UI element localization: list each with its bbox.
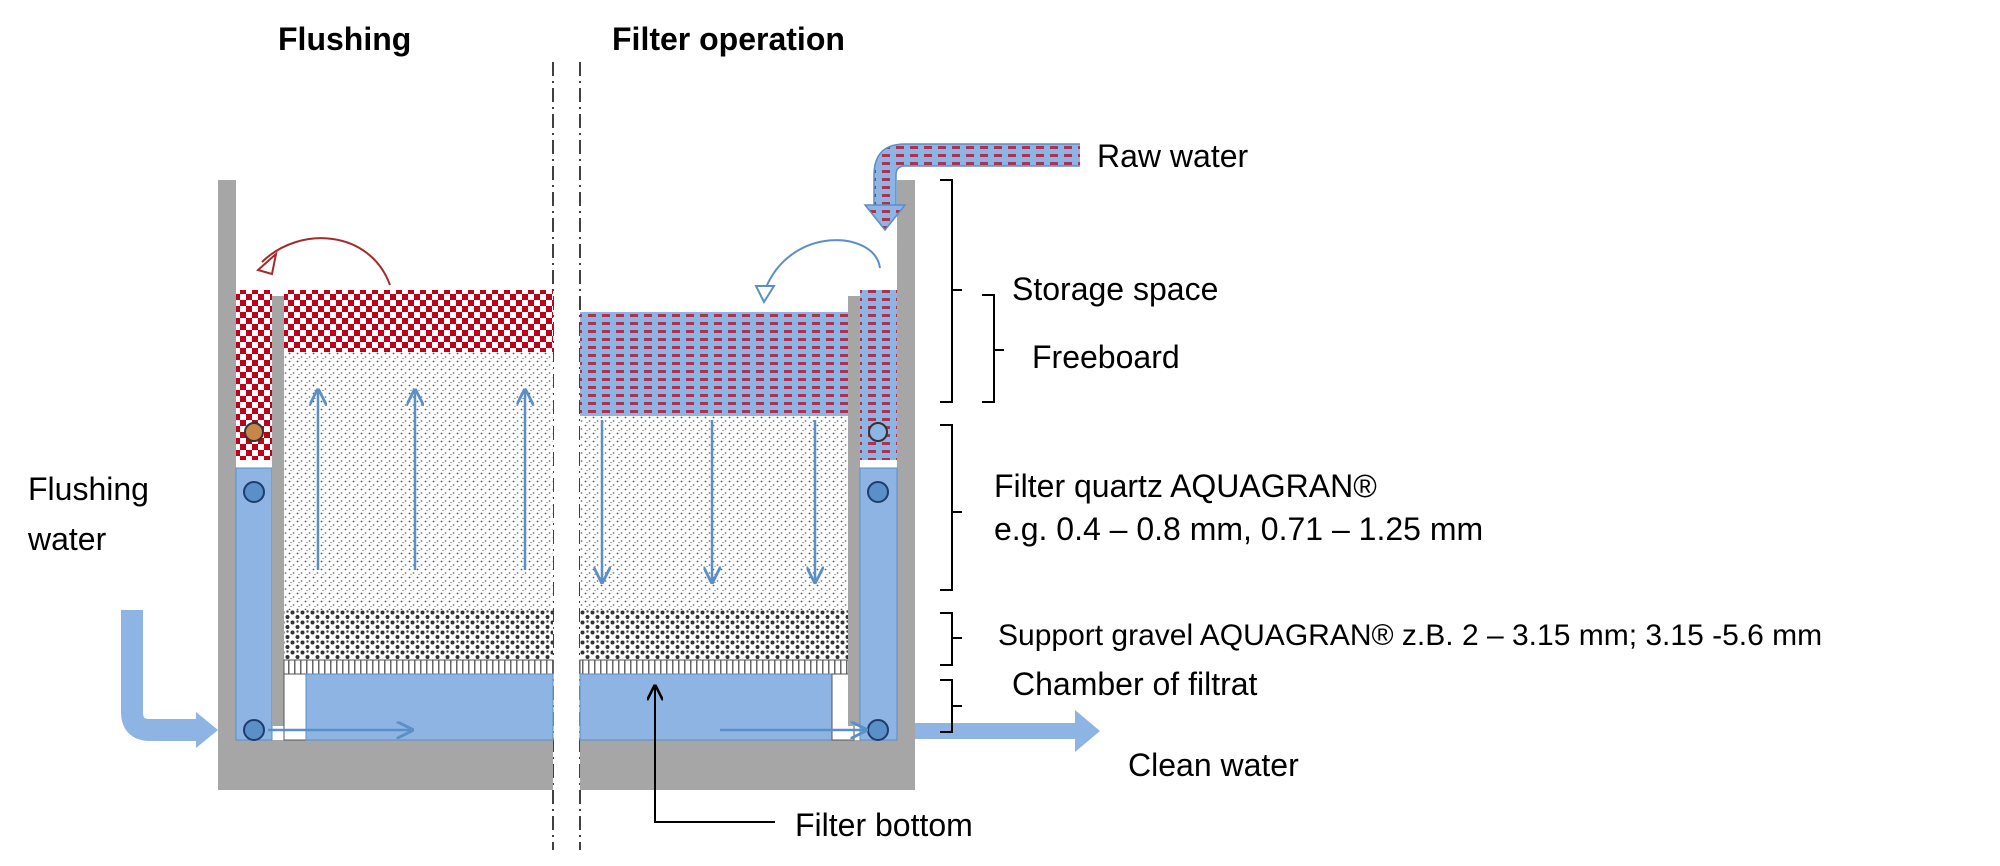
left-filter-bottom — [283, 659, 554, 675]
raw-water-inlet-arrow — [874, 144, 1080, 205]
raw-water-inlet-head — [863, 204, 907, 232]
raw-water-inlet-outline — [873, 143, 1080, 205]
header-flushing: Flushing — [278, 21, 411, 57]
label-clean-water: Clean water — [1128, 747, 1299, 783]
label-filter-bottom: Filter bottom — [795, 807, 973, 843]
left-overflow-outlet — [244, 422, 264, 442]
left-floor — [218, 740, 553, 790]
label-raw-water: Raw water — [1097, 138, 1249, 174]
left-overflow-arrow — [261, 237, 391, 286]
right-support-gravel — [580, 610, 854, 660]
right-filter-sand — [580, 416, 854, 610]
clean-water-outlet-shaft — [915, 723, 1075, 739]
left-channel-port-bottom — [243, 719, 265, 741]
right-channel-port-bottom — [867, 719, 889, 741]
bracket-chamber — [940, 679, 962, 733]
right-side-channel — [859, 467, 898, 741]
label-filter-quartz-line1: Filter quartz AQUAGRAN® — [994, 468, 1377, 504]
right-overflow-arrowhead — [754, 285, 776, 305]
filter-tank — [579, 180, 915, 790]
right-overflow-arrow — [764, 239, 881, 291]
label-storage-space: Storage space — [1012, 271, 1218, 307]
bracket-filter-quartz — [940, 424, 962, 591]
label-chamber: Chamber of filtrat — [1012, 666, 1258, 702]
label-freeboard: Freeboard — [1032, 339, 1180, 375]
label-support-gravel: Support gravel AQUAGRAN® z.B. 2 – 3.15 m… — [998, 619, 1822, 652]
right-filter-bottom — [579, 659, 855, 675]
left-overflow-arrowhead — [255, 251, 278, 276]
flushing-tank — [218, 180, 554, 790]
left-outer-wall — [218, 180, 236, 790]
right-inner-wall — [848, 296, 860, 726]
flushing-water-inlet-head — [196, 712, 218, 748]
bracket-storage-space — [940, 179, 962, 403]
left-inner-wall — [272, 296, 284, 726]
left-filter-sand — [284, 352, 553, 610]
clean-water-outlet-head — [1075, 710, 1100, 752]
label-filter-quartz-line2: e.g. 0.4 – 0.8 mm, 0.71 – 1.25 mm — [994, 511, 1483, 547]
flushing-water-inlet-arrow — [121, 610, 196, 741]
label-flushing-water-line1: Flushing — [28, 471, 149, 507]
right-overflow-outlet — [868, 422, 888, 442]
right-raw-water-supernatant — [580, 312, 854, 416]
right-channel-port-top — [867, 481, 889, 503]
header-filter-operation: Filter operation — [612, 21, 845, 57]
right-floor — [580, 740, 915, 790]
left-dirty-supernatant — [284, 290, 553, 352]
right-outer-wall — [897, 180, 915, 790]
bracket-support-gravel — [940, 612, 962, 666]
left-support-gravel — [284, 610, 553, 660]
label-flushing-water-line2: water — [27, 521, 107, 557]
bracket-freeboard — [982, 294, 1004, 403]
left-channel-port-top — [243, 481, 265, 503]
left-side-channel — [235, 467, 273, 741]
filter-bottom-pointer — [655, 686, 775, 823]
